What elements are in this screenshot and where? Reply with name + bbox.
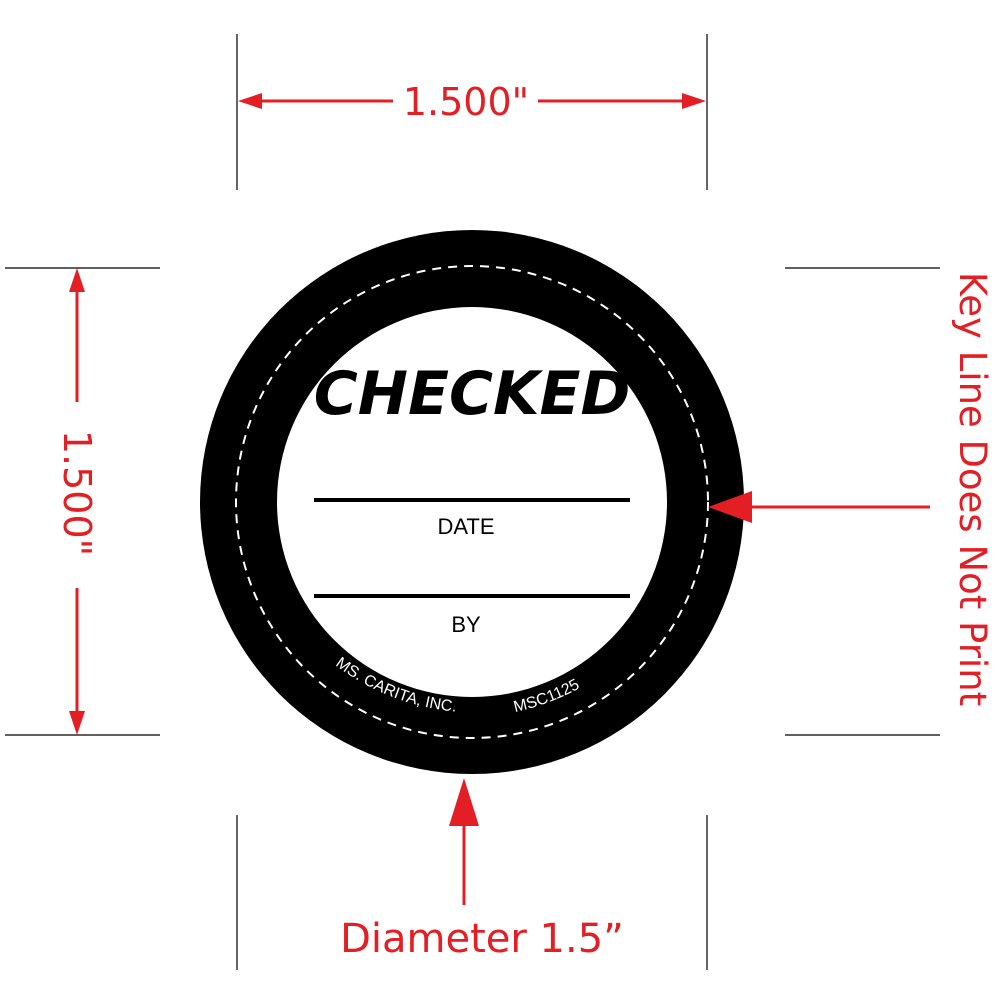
diameter-label: Diameter 1.5”: [340, 916, 624, 962]
height-dimension-label: 1.500": [55, 430, 99, 556]
extension-lines: [5, 34, 940, 970]
width-arrowhead-right: [682, 93, 706, 109]
by-field-label: BY: [451, 612, 481, 637]
round-label: CHECKED DATE BY MS. CARITA, INC. MSC1125: [200, 230, 744, 774]
width-arrowhead-left: [238, 93, 262, 109]
keyline-callout: Key Line Does Not Print: [708, 272, 994, 706]
height-arrowhead-top: [69, 268, 85, 292]
keyline-arrowhead: [708, 491, 752, 523]
width-dimension-label: 1.500": [403, 80, 529, 124]
date-field-label: DATE: [437, 514, 494, 539]
height-arrowhead-bottom: [69, 711, 85, 735]
height-dimension: 1.500": [55, 268, 99, 735]
width-dimension: 1.500": [238, 80, 706, 124]
diameter-callout: Diameter 1.5”: [340, 778, 624, 962]
keyline-note: Key Line Does Not Print: [951, 272, 994, 706]
key-line: [235, 265, 709, 739]
diameter-arrowhead: [449, 778, 479, 826]
label-title: CHECKED: [314, 359, 631, 429]
